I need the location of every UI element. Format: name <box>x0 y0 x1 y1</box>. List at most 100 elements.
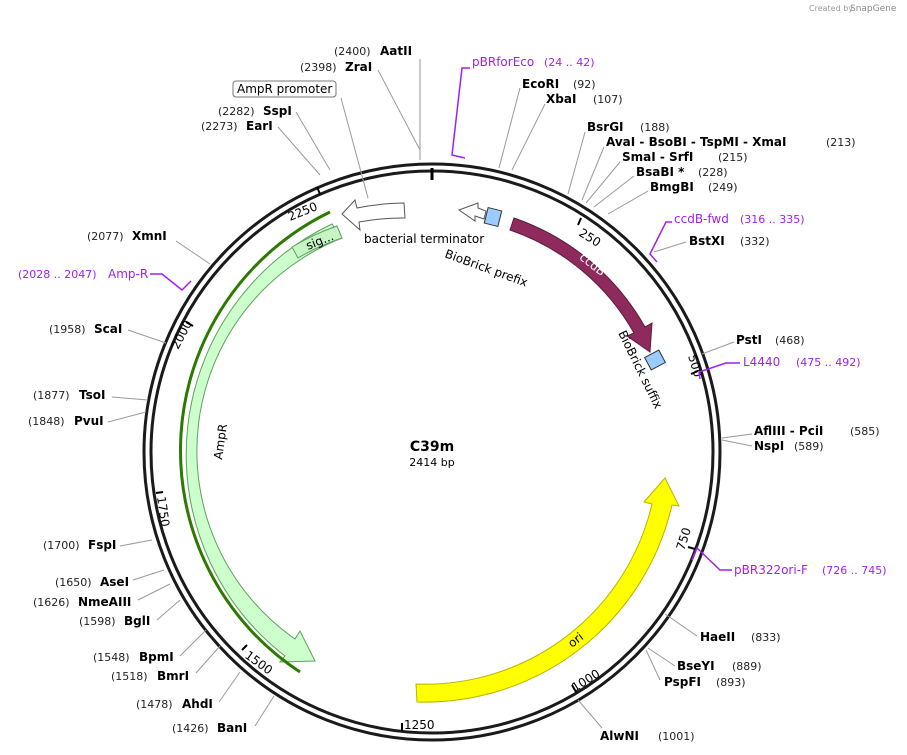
site-bpmi-lead <box>179 629 207 657</box>
site-nspi-name[interactable]: NspI <box>754 439 784 453</box>
site-scai-lead <box>127 329 167 344</box>
site-bmri-name[interactable]: BmrI <box>157 669 189 683</box>
site-haeii-name[interactable]: HaeII <box>700 630 735 644</box>
site-bstxi-name[interactable]: BstXI <box>689 234 725 248</box>
site-bseyi-name[interactable]: BseYI <box>677 659 715 673</box>
bacterial-terminator-label: bacterial terminator <box>364 232 484 246</box>
site-afliii-pos: (585) <box>850 425 880 438</box>
site-bani-pos: (1426) <box>172 722 209 735</box>
site-smai-pos: (215) <box>718 151 748 164</box>
site-pspfi-lead <box>645 649 661 681</box>
primer-amp-r-name[interactable]: Amp-R <box>108 267 148 281</box>
site-bsabi-name[interactable]: BsaBI * <box>636 165 685 179</box>
site-bgli-pos: (1598) <box>79 615 116 628</box>
site-bsrgi-name[interactable]: BsrGI <box>587 120 624 134</box>
site-fspi-name[interactable]: FspI <box>88 538 116 552</box>
primers: pBRforEco (24 .. 42) ccdB-fwd (316 .. 33… <box>18 55 887 577</box>
site-pspfi-name[interactable]: PspFI <box>664 675 701 689</box>
ori-arrow[interactable] <box>415 477 680 703</box>
bacterial-terminator-arrow[interactable] <box>457 202 487 222</box>
site-xmni-pos: (2077) <box>87 230 124 243</box>
site-xbai-name[interactable]: XbaI <box>546 92 576 106</box>
tick-label-1250: 1250 <box>404 718 435 732</box>
site-xmni-name[interactable]: XmnI <box>132 229 167 243</box>
site-smai-name[interactable]: SmaI - SrfI <box>622 150 693 164</box>
primer-pbr322ori-f-range: (726 .. 745) <box>822 564 887 577</box>
signal-sequence-segment[interactable] <box>291 225 343 259</box>
plasmid-title: C39m 2414 bp <box>409 439 454 469</box>
site-sspi-pos: (2282) <box>218 105 255 118</box>
site-avai-name[interactable]: AvaI - BsoBI - TspMI - XmaI <box>606 135 786 149</box>
site-asei-lead <box>132 569 165 581</box>
primer-pbr322ori-f-name[interactable]: pBR322ori-F <box>734 563 808 577</box>
tick-label-1750: 1750 <box>154 495 172 527</box>
features: ccdB sig... AmpR ori <box>179 198 680 703</box>
primer-l4440-name[interactable]: L4440 <box>743 355 780 369</box>
site-zrai-name[interactable]: ZraI <box>345 60 372 74</box>
site-alwni-lead <box>577 699 603 729</box>
primer-ccdb-fwd-name[interactable]: ccdB-fwd <box>674 212 729 226</box>
ampr-arrow[interactable] <box>185 223 343 663</box>
primer-amp-r-lead <box>150 273 192 292</box>
primer-pbrforeco-name[interactable]: pBRforEco <box>472 55 534 69</box>
site-bgli-name[interactable]: BglI <box>124 614 150 628</box>
site-ecori-pos: (92) <box>573 78 596 91</box>
site-bpmi-pos: (1548) <box>93 651 130 664</box>
site-bgli-lead <box>156 599 181 621</box>
primer-pbrforeco-range: (24 .. 42) <box>544 56 595 69</box>
site-ecori-name[interactable]: EcoRI <box>522 77 559 91</box>
credit-brand: SnapGene <box>850 4 897 14</box>
primer-ccdb-fwd-range: (316 .. 335) <box>740 213 805 226</box>
site-eari-pos: (2273) <box>201 120 238 133</box>
site-haeii-lead <box>664 613 698 637</box>
site-scai-name[interactable]: ScaI <box>94 322 122 336</box>
site-bani-name[interactable]: BanI <box>217 721 247 735</box>
site-nspi-lead <box>721 439 753 447</box>
site-tsoi-name[interactable]: TsoI <box>79 388 105 402</box>
site-sspi-name[interactable]: SspI <box>263 104 292 118</box>
site-psti-name[interactable]: PstI <box>736 333 762 347</box>
site-nmeaiii-pos: (1626) <box>33 596 70 609</box>
site-afliii-name[interactable]: AflIII - PciI <box>754 424 823 438</box>
site-xbai-pos: (107) <box>593 93 623 106</box>
site-bmri-pos: (1518) <box>111 670 148 683</box>
ccdb-arrow[interactable] <box>509 217 653 353</box>
site-nmeaiii-lead <box>137 583 171 601</box>
ampr-label: AmpR <box>211 423 230 460</box>
site-scai-pos: (1958) <box>49 323 86 336</box>
site-asei-name[interactable]: AseI <box>100 575 129 589</box>
biobrick-prefix-box[interactable] <box>483 206 503 228</box>
site-pspfi-pos: (893) <box>716 676 746 689</box>
site-bmgbi-name[interactable]: BmgBI <box>650 180 694 194</box>
site-tsoi-pos: (1877) <box>33 389 70 402</box>
site-alwni-pos: (1001) <box>658 730 695 743</box>
site-bseyi-lead <box>647 647 676 667</box>
site-bpmi-name[interactable]: BpmI <box>139 650 174 664</box>
site-aatii-name[interactable]: AatII <box>380 44 412 58</box>
site-sspi-lead <box>295 111 331 171</box>
site-bmri-lead <box>195 645 221 674</box>
site-avai-lead <box>581 146 605 201</box>
site-bstxi-lead <box>653 241 687 253</box>
ampr-promoter-arrow[interactable] <box>341 198 406 232</box>
site-eari-lead <box>277 126 321 176</box>
site-eari-name[interactable]: EarI <box>246 119 273 133</box>
biobrick-suffix-box[interactable] <box>643 349 667 371</box>
biobrick-prefix-label: BioBrick prefix <box>443 247 530 290</box>
plasmid-name: C39m <box>410 439 454 455</box>
tick-mark-250 <box>577 217 582 226</box>
site-pvui-name[interactable]: PvuI <box>74 414 104 428</box>
site-bsabi-pos: (228) <box>698 166 728 179</box>
site-ahdi-name[interactable]: AhdI <box>182 697 213 711</box>
backbone <box>142 162 722 742</box>
tick-mark-1750 <box>155 491 164 494</box>
site-fspi-lead <box>119 539 153 547</box>
site-nmeaiii-name[interactable]: NmeAIII <box>78 595 131 609</box>
site-alwni-name[interactable]: AlwNI <box>600 729 639 743</box>
tick-label-2000: 2000 <box>168 318 195 352</box>
primer-amp-r-range: (2028 .. 2047) <box>18 268 97 281</box>
tick-mark-2000 <box>185 321 194 327</box>
site-ahdi-pos: (1478) <box>136 698 173 711</box>
tick-label-250: 250 <box>576 226 603 250</box>
